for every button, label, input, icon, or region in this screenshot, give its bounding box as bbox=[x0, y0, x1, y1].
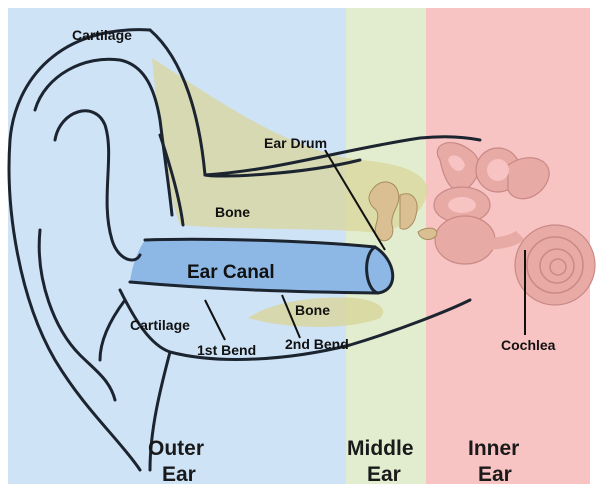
ear-drum-label: Ear Drum bbox=[264, 135, 327, 151]
cartilage-lower-label: Cartilage bbox=[130, 317, 190, 333]
lower-bone-label: Bone bbox=[295, 302, 330, 318]
first-bend-label: 1st Bend bbox=[197, 342, 256, 358]
cartilage-top-label: Cartilage bbox=[72, 27, 132, 43]
second-bend-label: 2nd Bend bbox=[285, 336, 349, 352]
inner-ear-title-line2: Ear bbox=[478, 463, 512, 486]
upper-bone-label: Bone bbox=[215, 204, 250, 220]
middle-ear-title-line2: Ear bbox=[367, 463, 401, 486]
outer-ear-title-line2: Ear bbox=[162, 463, 196, 486]
ear-canal-label: Ear Canal bbox=[187, 262, 275, 283]
inner-ear-title-line1: Inner bbox=[468, 437, 519, 460]
outer-ear-title-line1: Outer bbox=[148, 437, 204, 460]
middle-ear-title-line1: Middle bbox=[347, 437, 414, 460]
cochlea-label: Cochlea bbox=[501, 337, 556, 353]
